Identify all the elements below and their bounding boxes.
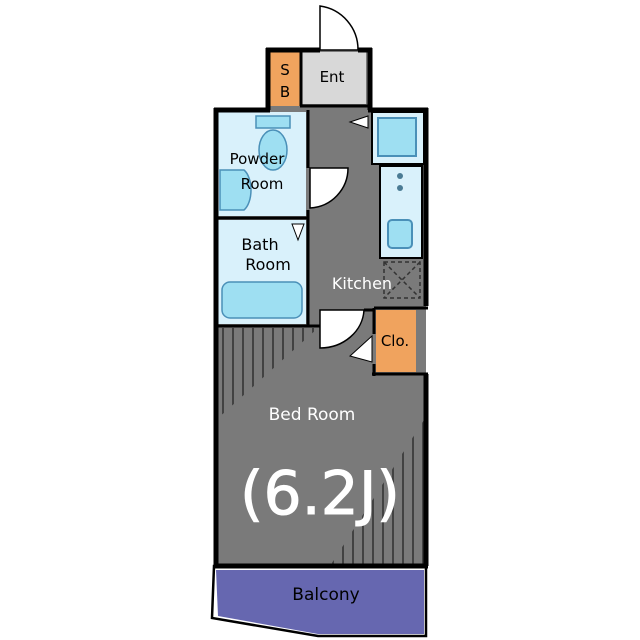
entrance-label: Ent [320, 68, 345, 86]
bedroom-flooring [216, 328, 424, 566]
washer-space-x [383, 261, 421, 299]
entrance-floor [302, 52, 366, 104]
toilet-icon [255, 115, 291, 171]
stove-burner-icon [397, 185, 403, 191]
powder-room-label: Powder [230, 150, 286, 168]
bed-room-size: (6.2J) [240, 459, 400, 529]
washer-space-x [383, 261, 421, 299]
bedroom-door [319, 309, 365, 349]
entrance-door [319, 5, 359, 51]
kitchen-door-marker [348, 115, 369, 129]
fridge-icon [377, 117, 417, 157]
bed-room-label: Bed Room [269, 405, 356, 425]
sink-icon [387, 219, 413, 249]
closet-floor [376, 310, 416, 372]
storage-label: S [280, 61, 290, 79]
stove-burner-icon [397, 173, 403, 179]
powder-room-label: Room [241, 175, 284, 193]
kitchen-label: Kitchen [332, 274, 392, 293]
bathtub-icon [221, 281, 303, 319]
bath-door-marker [291, 223, 305, 242]
bath-room-label: Room [245, 255, 291, 274]
balcony-floor [216, 570, 424, 634]
bath-room-label: Bath [241, 235, 278, 254]
storage-label: B [280, 83, 290, 101]
balcony-label: Balcony [292, 585, 359, 605]
interior-walls [216, 52, 428, 376]
closet-door [348, 334, 373, 363]
powder-room-door [309, 167, 349, 209]
walls [213, 47, 429, 569]
washbasin-icon [219, 169, 252, 211]
closet-label: Clo. [381, 332, 409, 350]
shoe-box [270, 52, 300, 106]
